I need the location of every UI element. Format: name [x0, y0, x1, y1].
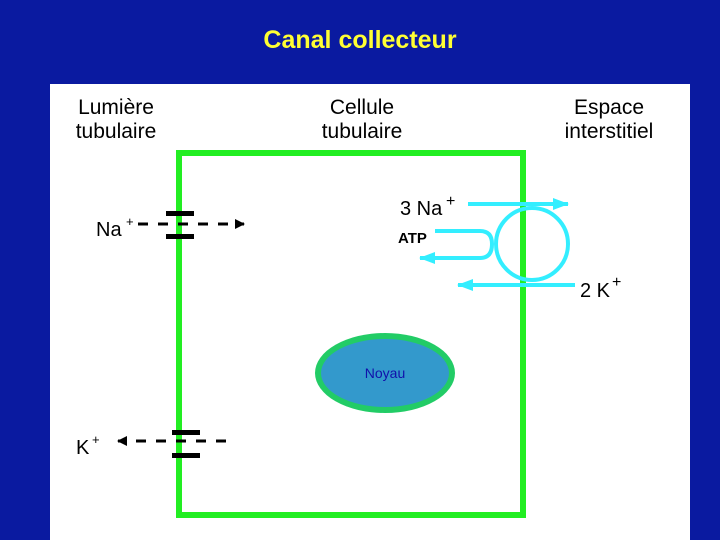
cell-label-line1: Cellule — [329, 96, 395, 119]
nucleus: Noyau — [315, 333, 455, 413]
interstitial-label: Espace interstitiel — [544, 96, 674, 144]
na-channel: Na + — [96, 211, 245, 241]
k-channel-bottom-bar — [172, 453, 200, 458]
k-pump-label: 2 K — [580, 280, 611, 302]
na-k-atpase-pump: 3 Na + ATP 2 K + — [398, 193, 621, 302]
lumen-label-line2: tubulaire — [75, 120, 157, 143]
na-pump-label: 3 Na — [400, 198, 443, 220]
atp-label: ATP — [398, 230, 427, 247]
cell-membrane — [176, 150, 526, 518]
slide-title: Canal collecteur — [263, 26, 457, 54]
na-pump-charge: + — [446, 193, 455, 210]
nucleus-inner — [321, 339, 449, 407]
pump-circle — [494, 206, 570, 282]
na-channel-top-bar — [166, 211, 194, 216]
lumen-label-line1: Lumière — [78, 96, 154, 119]
cell-label: Cellule tubulaire — [300, 96, 424, 144]
diagram-panel — [50, 84, 690, 540]
na-lumen-charge: + — [126, 214, 134, 229]
interstitial-label-line1: Espace — [573, 96, 645, 119]
cell-label-line2: tubulaire — [321, 120, 403, 143]
k-channel-top-bar — [172, 430, 200, 435]
na-lumen-label: Na — [96, 219, 122, 241]
k-lumen-charge: + — [92, 432, 100, 447]
nucleus-label: Noyau — [365, 365, 405, 381]
na-channel-bottom-bar — [166, 234, 194, 239]
k-pump-charge: + — [612, 274, 621, 291]
interstitial-label-line2: interstitiel — [564, 120, 654, 143]
k-channel: K + — [76, 430, 226, 459]
k-lumen-label: K — [76, 437, 90, 459]
lumen-label: Lumière tubulaire — [56, 96, 176, 144]
atp-consumption-arrow — [419, 229, 495, 264]
